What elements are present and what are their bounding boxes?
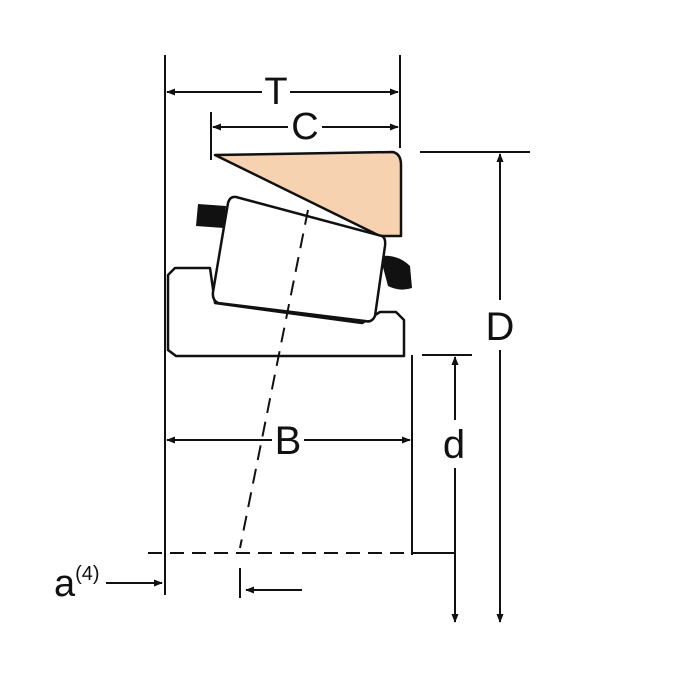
dimension-arrows — [106, 88, 504, 623]
a-symbol: a — [54, 563, 76, 605]
cup-outer-ring — [213, 150, 403, 238]
dimension-label-d: d — [443, 423, 465, 467]
extension-lines — [164, 55, 530, 598]
cage-left — [196, 204, 226, 228]
dimension-label-a: a(4) — [54, 563, 100, 605]
dimension-label-B: B — [275, 419, 302, 463]
cage-right — [380, 255, 412, 290]
dimension-label-C: C — [291, 106, 318, 148]
dimension-label-T: T — [264, 71, 287, 113]
roller-axis-line — [239, 209, 309, 549]
dimension-label-D: D — [486, 305, 515, 349]
a-footnote: (4) — [75, 563, 99, 585]
